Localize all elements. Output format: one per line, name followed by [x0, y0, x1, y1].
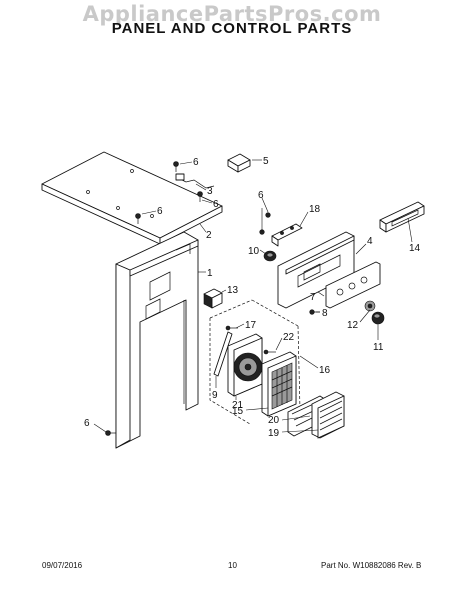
callout-label: 17: [245, 320, 257, 331]
callout-label: 22: [283, 332, 295, 343]
rocker-switch: [203, 288, 223, 309]
callout-label: 6: [193, 157, 199, 168]
callout-label: 10: [248, 246, 260, 257]
callout-label: 14: [409, 243, 421, 254]
callout-label: 21: [232, 400, 244, 411]
callout-label: 4: [367, 236, 373, 247]
knob-shaft: [364, 300, 376, 312]
watermark: AppliancePartsPros.com: [82, 2, 382, 26]
callout-label: 6: [84, 418, 90, 429]
door-handle: [379, 201, 425, 233]
grille-housing: [261, 351, 297, 417]
callout-label: 13: [227, 285, 239, 296]
leader-lines: [93, 159, 413, 433]
callout-label: 6: [258, 190, 264, 201]
screw-top-left: [173, 161, 179, 172]
callout-label: 18: [309, 204, 321, 215]
callout-label: 2: [206, 230, 212, 241]
callout-label: 15: [232, 406, 244, 417]
callout-label: 1: [207, 268, 213, 279]
footer-part-number: Part No. W10882086 Rev. B: [321, 561, 422, 570]
callout-labels: 6 5 3 6 6 2 6 18 10 4 14 1 13 7 8 12 17 …: [84, 156, 421, 439]
callout-label: 20: [268, 415, 280, 426]
screw-cover: [135, 213, 141, 224]
vent-grille: [311, 391, 345, 439]
callout-label: 8: [322, 308, 328, 319]
callout-label: 16: [319, 365, 331, 376]
footer-page-number: 10: [228, 561, 237, 570]
connector-block: [227, 153, 251, 173]
display-board: [325, 261, 381, 309]
screw-mid-left: [197, 191, 203, 202]
footer-date: 09/07/2016: [42, 561, 83, 570]
callout-label: 3: [207, 186, 213, 197]
callout-label: 5: [263, 156, 269, 167]
callout-label: 6: [157, 206, 163, 217]
callout-label: 6: [213, 199, 219, 210]
control-bracket: [271, 223, 303, 247]
fan-assembly-outline: [209, 299, 301, 425]
knob-left: [263, 250, 277, 262]
callout-label: 9: [212, 390, 218, 401]
fan-motor: [227, 333, 263, 397]
screw-22: [263, 349, 276, 355]
wire-bracket: [175, 173, 215, 189]
top-cover-plate: [41, 151, 223, 245]
callout-label: 12: [347, 320, 359, 331]
callout-label: 11: [373, 342, 384, 353]
knob-right: [371, 311, 385, 325]
page-title: PANEL AND CONTROL PARTS: [111, 20, 353, 37]
callout-label: 7: [310, 292, 316, 303]
screw-bracket-a: [265, 212, 271, 218]
side-frame: [115, 231, 199, 449]
fan-rail: [213, 331, 233, 377]
grille-holes: [271, 365, 293, 407]
callout-label: 19: [268, 428, 280, 439]
